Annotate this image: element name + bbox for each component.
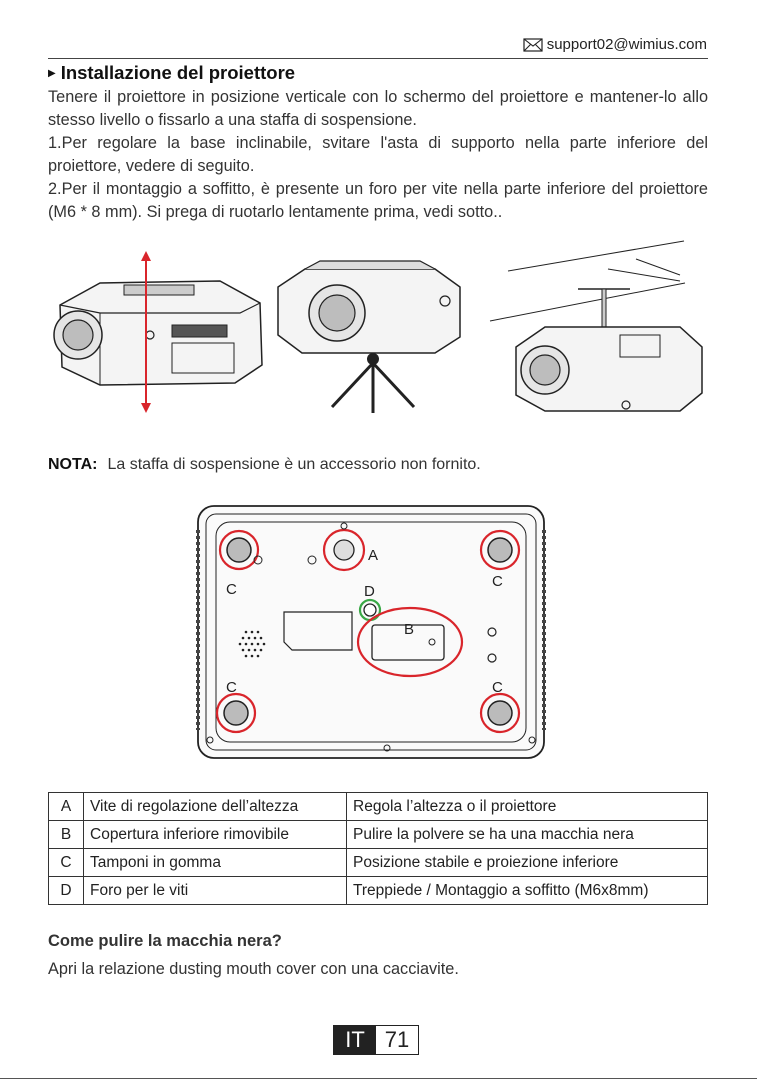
label-c-bottom-right: C [492, 679, 503, 696]
tripod-projector-illustration [277, 260, 461, 413]
ceiling-mount-illustration [489, 240, 703, 412]
installation-illustrations [53, 240, 703, 413]
part-key: D [48, 876, 84, 905]
height-arrow [141, 251, 151, 413]
label-c-top-right: C [492, 573, 503, 590]
table-row: A Vite di regolazione dell’altezza Regol… [48, 792, 708, 821]
step-1-paragraph: 1.Per regolare la base inclinabile, svit… [48, 134, 708, 175]
part-name: Copertura inferiore rimovibile [83, 820, 347, 849]
part-description: Posizione stabile e proiezione inferiore [346, 848, 708, 877]
label-b: B [404, 621, 414, 638]
parts-table: A Vite di regolazione dell’altezza Regol… [48, 792, 708, 905]
step-2-paragraph: 2.Per il montaggio a soffitto, è present… [48, 180, 708, 221]
note-text: La staffa di sospensione è un accessorio… [107, 456, 481, 473]
language-code: IT [334, 1026, 376, 1054]
part-name: Tamponi in gomma [83, 848, 347, 877]
page-number: 71 [376, 1026, 418, 1054]
part-key: A [48, 792, 84, 821]
support-email: support02@wimius.com [523, 36, 707, 53]
label-c-top-left: C [226, 581, 237, 598]
rubber-pad-bottom-left [215, 692, 257, 734]
part-description: Pulire la polvere se ha una macchia nera [346, 820, 708, 849]
page-marker: IT 71 [333, 1025, 419, 1055]
tabletop-projector-illustration [53, 280, 263, 386]
intro-paragraph: Tenere il proiettore in posizione vertic… [48, 88, 708, 129]
label-c-bottom-left: C [226, 679, 237, 696]
label-a: A [368, 547, 378, 564]
removable-bottom-cover [356, 606, 464, 678]
part-key: C [48, 848, 84, 877]
rubber-pad-bottom-right [479, 692, 521, 734]
speaker-grille [238, 630, 266, 658]
note-label: NOTA: [48, 456, 98, 473]
table-row: C Tamponi in gomma Posizione stabile e p… [48, 848, 708, 877]
note: NOTA: La staffa di sospensione è un acces… [48, 456, 481, 474]
part-name: Vite di regolazione dell’altezza [83, 792, 347, 821]
rubber-pad-top-right [479, 529, 521, 571]
part-description: Treppiede / Montaggio a soffitto (M6x8mm… [346, 876, 708, 905]
email-text: support02@wimius.com [546, 36, 707, 53]
cleaning-text: Apri la relazione dusting mouth cover co… [48, 960, 459, 978]
table-row: B Copertura inferiore rimovibile Pulire … [48, 820, 708, 849]
projector-bottom-diagram: A B C C C C D [196, 505, 546, 759]
section-title: ▶ Installazione del proiettore [48, 62, 295, 84]
screw-hole [358, 598, 382, 622]
label-d: D [364, 583, 375, 600]
envelope-icon [523, 37, 543, 52]
bullet-triangle-icon: ▶ [48, 67, 56, 79]
header-divider [48, 58, 708, 59]
part-key: B [48, 820, 84, 849]
footer-divider [0, 1078, 757, 1079]
rubber-pad-top-left [218, 529, 260, 571]
table-row: D Foro per le viti Treppiede / Montaggio… [48, 876, 708, 905]
part-name: Foro per le viti [83, 876, 347, 905]
cleaning-title: Come pulire la macchia nera? [48, 932, 282, 950]
section-title-text: Installazione del proiettore [60, 62, 296, 83]
part-description: Regola l’altezza o il proiettore [346, 792, 708, 821]
height-adjustment-screw [322, 528, 366, 572]
